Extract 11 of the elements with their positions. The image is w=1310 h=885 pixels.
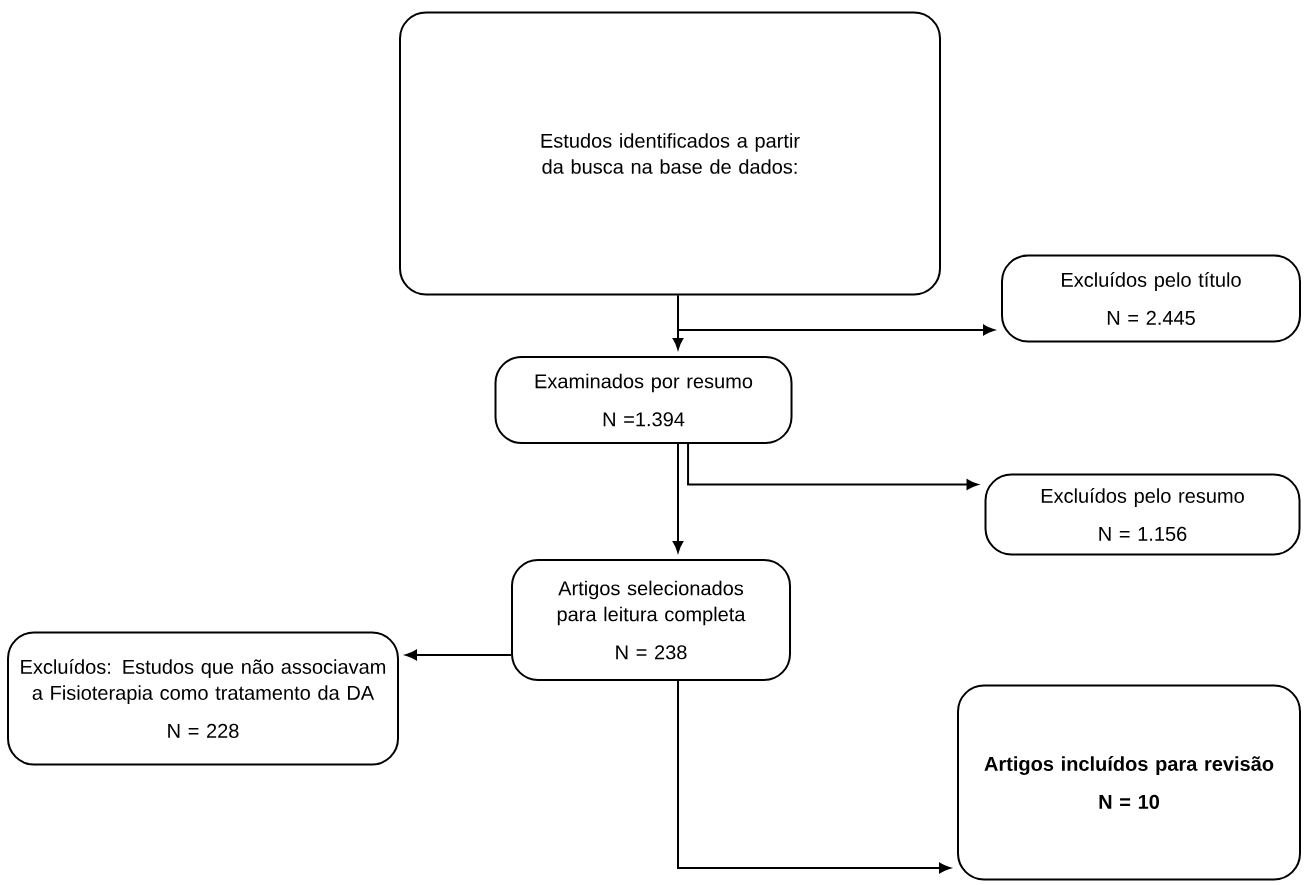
process-box: Excluídos pelo título N = 2.445 [1001,254,1301,343]
process-box: Artigos incluídos para revisão N = 10 [957,684,1301,881]
process-box: Excluídos: Estudos que não associavam a Fisioterapia como tratamento da DA N = 228 [7,631,399,766]
process-box: Examinados por resumo N =1.394 [494,356,793,444]
process-box: Artigos selecionados para leitura completa N = 238 [511,559,791,681]
arrow [677,680,951,874]
process-box: Estudos identificados a partir da busca na base de dados: [399,11,941,296]
arrow [405,649,512,661]
arrow [672,443,684,553]
process-box: Excluídos pelo resumo N = 1.156 [984,473,1301,556]
arrow [677,294,995,336]
